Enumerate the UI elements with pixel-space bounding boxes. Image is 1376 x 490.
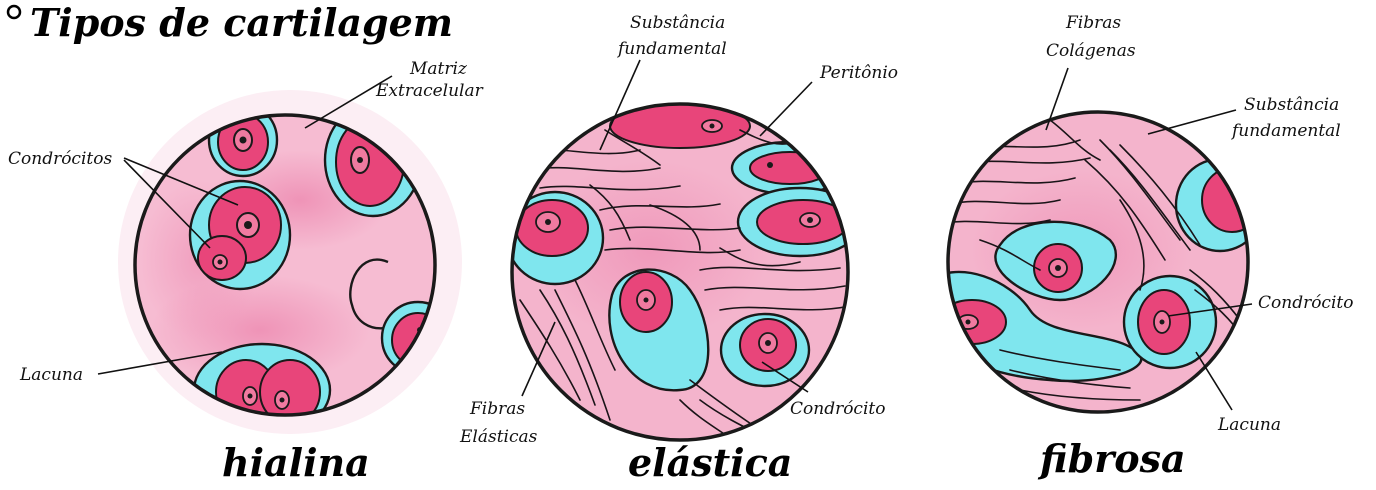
chondrocyte-cell — [738, 188, 862, 256]
label-fibras-colagenas-line2: Colágenas — [1046, 41, 1136, 61]
title-bullet-icon — [8, 6, 20, 18]
chondrocyte-cell — [1124, 276, 1216, 368]
label-peritonio: Peritônio — [760, 63, 898, 136]
page-title: Tipos de cartilagem — [8, 0, 453, 45]
label-substancia-line2: fundamental — [616, 39, 727, 59]
label-fibras-line1: Fibras — [469, 399, 525, 419]
label-matriz-line1: Matriz — [409, 59, 468, 79]
label-lacuna-text: Lacuna — [19, 365, 83, 385]
label-peritonio-text: Peritônio — [819, 63, 898, 83]
page-title-text: Tipos de cartilagem — [30, 0, 453, 45]
label-matriz-line2: Extracelular — [375, 81, 484, 101]
chondrocyte-cell — [190, 181, 290, 289]
label-condrocito-fibrosa-text: Condrócito — [1258, 293, 1353, 313]
label-condrocito-text: Condrócito — [790, 399, 885, 419]
label-substancia-line1: Substância — [630, 13, 725, 33]
panel-hialina: Matriz Extracelular Condrócitos Lacuna h… — [8, 59, 484, 485]
panel-name-elastica: elástica — [628, 440, 792, 485]
label-fibras-colagenas-line1: Fibras — [1065, 13, 1121, 33]
panel-fibrosa: Fibras Colágenas Substância fundamental … — [929, 13, 1354, 481]
panel-name-hialina: hialina — [222, 440, 370, 485]
chondrocyte-cell — [507, 192, 603, 284]
leader-line — [1196, 352, 1232, 410]
label-substancia-fibrosa-line1: Substância — [1244, 95, 1339, 115]
panel-elastica: Substância fundamental Peritônio Fibras … — [459, 13, 898, 485]
chondrocyte-cell — [732, 142, 848, 194]
label-substancia-fibrosa-line2: fundamental — [1230, 121, 1341, 141]
label-fibras-line2: Elásticas — [459, 427, 538, 447]
leader-line — [1148, 110, 1236, 134]
panel-name-fibrosa: fibrosa — [1037, 436, 1186, 481]
chondrocyte-cell — [721, 314, 809, 386]
leader-line — [760, 82, 812, 136]
label-lacuna-fibrosa-text: Lacuna — [1217, 415, 1281, 435]
label-condrocitos-text: Condrócitos — [8, 149, 112, 169]
